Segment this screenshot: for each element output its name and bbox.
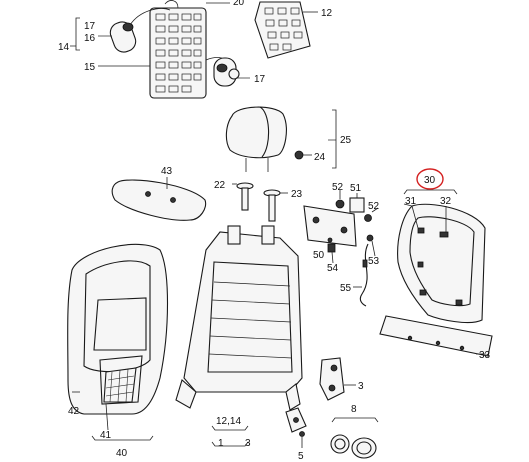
- callout-55: 55: [340, 283, 352, 294]
- recliner-mechanism-3: [319, 357, 356, 401]
- callout-52a: 52: [332, 182, 344, 193]
- trim-strip-33: [379, 315, 493, 357]
- callout-3b: 3: [245, 438, 251, 449]
- part-53: [366, 234, 376, 257]
- lumbar-motor-left: [109, 21, 137, 53]
- headrest-guide-23: [263, 189, 288, 222]
- callout-12-14: 12,14: [216, 416, 241, 427]
- callout-17a: 17: [84, 21, 96, 32]
- headrest-guide-22: [232, 182, 254, 211]
- bracket-8: [331, 417, 379, 423]
- bracket-30: [403, 189, 458, 195]
- bracket-40: [91, 435, 154, 441]
- backrest-frame-1: [175, 225, 305, 448]
- bracket-14: [70, 17, 80, 51]
- callout-20: 20: [233, 0, 245, 8]
- callout-54: 54: [327, 263, 339, 274]
- part-54: [327, 243, 336, 264]
- callout-25: 25: [340, 135, 352, 146]
- callout-51: 51: [350, 183, 362, 194]
- headrest-25: [225, 106, 287, 172]
- callout-50: 50: [313, 250, 325, 261]
- seat-heating-element-12: [254, 1, 318, 59]
- leader-lines: [98, 35, 413, 207]
- lumbar-cable-top: [164, 0, 179, 9]
- callout-1: 1: [218, 438, 224, 449]
- callout-53: 53: [368, 256, 380, 267]
- recliner-joint-lower: [285, 407, 307, 433]
- callout-40: 40: [116, 448, 128, 459]
- callout-22: 22: [214, 180, 226, 191]
- callout-33: 33: [479, 350, 491, 361]
- handwheel-set-8: [330, 434, 377, 459]
- callout-17b: 17: [254, 74, 266, 85]
- wiring-harness-55: [353, 243, 369, 307]
- lumbar-cable-left: [129, 8, 171, 26]
- highlight-ring-30: [416, 168, 444, 190]
- bracket-1-3: [211, 441, 249, 447]
- lumbar-motor-right: [213, 57, 240, 87]
- callout-24: 24: [314, 152, 326, 163]
- bracket-25: [332, 109, 337, 169]
- callout-5: 5: [298, 451, 304, 462]
- callout-41: 41: [100, 430, 112, 441]
- lumbar-spring-mat-slots: [155, 13, 202, 93]
- mesh-panel-41: [103, 367, 137, 403]
- callout-31: 31: [405, 196, 417, 207]
- callout-23: 23: [291, 189, 303, 200]
- side-pad-43: [111, 177, 207, 221]
- control-unit-bracket-50: [303, 205, 357, 247]
- callout-42: 42: [68, 406, 80, 417]
- part-52a: [335, 190, 345, 209]
- backrest-cushion-40: [67, 243, 169, 431]
- callout-14: 14: [58, 42, 70, 53]
- callout-12: 12: [321, 8, 333, 19]
- lumbar-support-assembly: [109, 0, 240, 99]
- callout-3a: 3: [358, 381, 364, 392]
- bracket-12-14: [211, 425, 249, 431]
- callout-32: 32: [440, 196, 452, 207]
- callout-52b: 52: [368, 201, 380, 212]
- part-52b: [364, 207, 379, 222]
- callout-30: 30: [424, 175, 436, 186]
- part-51: [349, 193, 365, 213]
- backrest-cover-30: [397, 203, 486, 324]
- callout-8: 8: [351, 404, 357, 415]
- headrest-button-24: [294, 150, 312, 160]
- callout-15: 15: [84, 62, 96, 73]
- callout-43: 43: [161, 166, 173, 177]
- callout-16: 16: [84, 33, 96, 44]
